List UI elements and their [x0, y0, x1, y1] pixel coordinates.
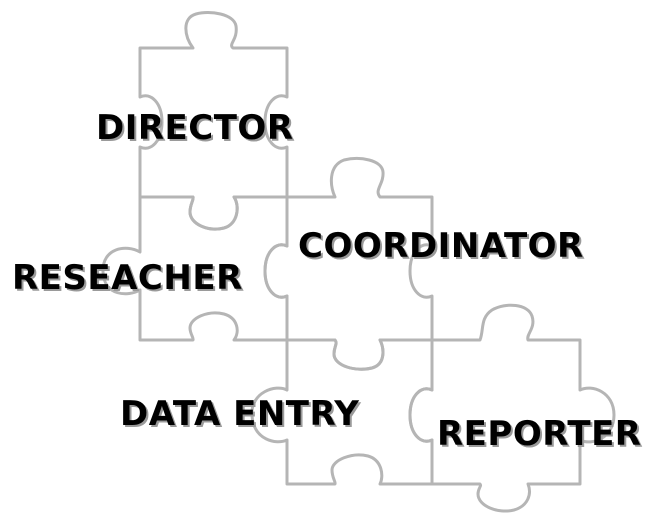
- label-coordinator: COORDINATOR: [298, 226, 584, 266]
- label-director: DIRECTOR: [96, 108, 294, 148]
- puzzle-piece-researcher: [101, 195, 289, 342]
- label-reporter: REPORTER: [437, 414, 642, 454]
- label-data-entry: DATA ENTRY: [120, 394, 360, 434]
- puzzle-piece-reporter: [408, 303, 616, 513]
- label-researcher: RESEACHER: [12, 258, 243, 298]
